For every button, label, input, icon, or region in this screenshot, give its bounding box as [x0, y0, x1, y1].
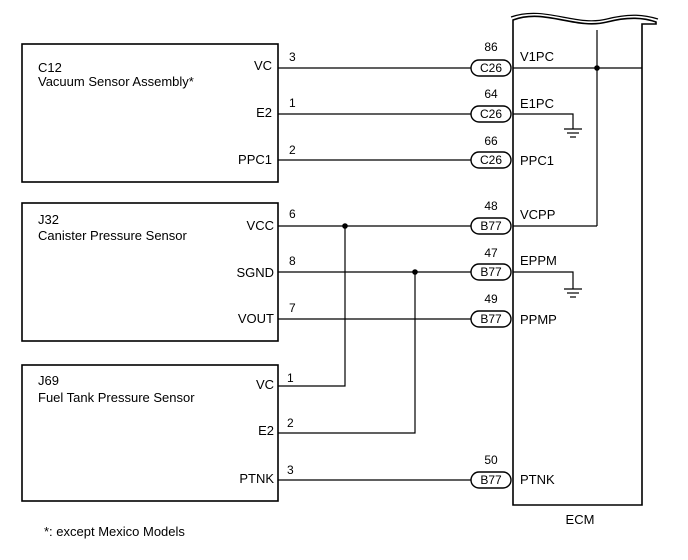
- j69-pin-ptnk-label: PTNK: [239, 471, 274, 486]
- ecm-terminal-ppc1: 66 C26 PPC1: [470, 134, 554, 169]
- j32-pin-sgnd-label: SGND: [236, 265, 274, 280]
- ecm-terminal-pin: 49: [484, 292, 498, 306]
- connector-capsule: [470, 105, 512, 123]
- component-j32: J32 Canister Pressure Sensor VCC SGND VO…: [21, 202, 279, 342]
- ecm-terminal-label: V1PC: [520, 49, 554, 64]
- ecm-block: ECM: [510, 12, 659, 527]
- component-c12-name: Vacuum Sensor Assembly*: [38, 74, 194, 89]
- connector-id: B77: [480, 265, 502, 279]
- connector-id: B77: [480, 473, 502, 487]
- ecm-terminal-pin: 86: [484, 40, 498, 54]
- j69-pin-e2-label: E2: [258, 423, 274, 438]
- j32-pin-vout-num: 7: [289, 301, 296, 315]
- ecm-terminal-e1pc: 64 C26 E1PC: [470, 87, 554, 123]
- junction-dot-ecm: [594, 65, 600, 71]
- ecm-break-edge: [510, 12, 659, 22]
- wire-j69-e2: [278, 272, 416, 434]
- ground-symbol-eppm: [564, 288, 582, 298]
- j69-pin-ptnk-num: 3: [287, 463, 294, 477]
- connector-capsule: [470, 59, 512, 77]
- ecm-terminal-pin: 48: [484, 199, 498, 213]
- connector-capsule: [470, 310, 512, 328]
- c12-pin-e2-num: 1: [289, 96, 296, 110]
- j69-pin-vc-num: 1: [287, 371, 294, 385]
- j32-pin-vout-label: VOUT: [238, 311, 274, 326]
- connector-id: B77: [480, 312, 502, 326]
- ecm-terminal-pin: 66: [484, 134, 498, 148]
- ecm-label: ECM: [566, 512, 595, 527]
- ecm-terminal-eppm: 47 B77 EPPM: [470, 246, 557, 281]
- wires: [278, 30, 642, 481]
- component-j32-box: [21, 202, 279, 342]
- component-j69-box: [21, 364, 279, 502]
- c12-pin-vc-label: VC: [254, 58, 272, 73]
- ecm-terminal-label: PPC1: [520, 153, 554, 168]
- ecm-terminal-label: EPPM: [520, 253, 557, 268]
- wire-j69-vc: [278, 226, 346, 387]
- ecm-terminal-vcpp: 48 B77 VCPP: [470, 199, 555, 235]
- j69-pin-e2-num: 2: [287, 416, 294, 430]
- component-c12-box: [21, 43, 279, 183]
- component-pin-numbers: 3 1 2 6 8 7 1 2 3: [287, 50, 296, 477]
- connector-capsule: [470, 217, 512, 235]
- j32-pin-vcc-num: 6: [289, 207, 296, 221]
- component-j32-id: J32: [38, 212, 59, 227]
- component-c12: C12 Vacuum Sensor Assembly* VC E2 PPC1: [21, 43, 279, 183]
- ecm-terminal-label: E1PC: [520, 96, 554, 111]
- j32-pin-vcc-label: VCC: [247, 218, 274, 233]
- ecm-outline: [512, 15, 657, 506]
- component-j32-name: Canister Pressure Sensor: [38, 228, 188, 243]
- ecm-terminal-pin: 50: [484, 453, 498, 467]
- ecm-terminal-label: VCPP: [520, 207, 555, 222]
- connector-capsule: [470, 263, 512, 281]
- component-j69-name: Fuel Tank Pressure Sensor: [38, 390, 195, 405]
- junction-dot-sgnd: [412, 269, 418, 275]
- ecm-terminal-pin: 47: [484, 246, 498, 260]
- ecm-terminal-ppmp: 49 B77 PPMP: [470, 292, 557, 328]
- connector-id: B77: [480, 219, 502, 233]
- connector-id: C26: [480, 107, 502, 121]
- component-c12-id: C12: [38, 60, 62, 75]
- c12-pin-e2-label: E2: [256, 105, 272, 120]
- ground-symbol-e1pc: [564, 128, 582, 138]
- ecm-terminal-label: PPMP: [520, 312, 557, 327]
- component-j69-id: J69: [38, 373, 59, 388]
- ecm-terminal-pin: 64: [484, 87, 498, 101]
- c12-pin-ppc1-num: 2: [289, 143, 296, 157]
- junction-dot-vcc: [342, 223, 348, 229]
- c12-pin-vc-num: 3: [289, 50, 296, 64]
- ecm-terminal-v1pc: 86 C26 V1PC: [470, 40, 554, 77]
- ecm-terminal-ptnk: 50 B77 PTNK: [470, 453, 555, 489]
- connector-id: C26: [480, 61, 502, 75]
- ecm-int-e1pc-ground: [513, 113, 574, 129]
- j32-pin-sgnd-num: 8: [289, 254, 296, 268]
- j69-pin-vc-label: VC: [256, 377, 274, 392]
- c12-pin-ppc1-label: PPC1: [238, 152, 272, 167]
- ecm-int-eppm-ground: [513, 271, 574, 289]
- connector-capsule: [470, 151, 512, 169]
- connector-id: C26: [480, 153, 502, 167]
- connector-capsule: [470, 471, 512, 489]
- ecm-terminal-label: PTNK: [520, 472, 555, 487]
- footnote: *: except Mexico Models: [44, 524, 185, 539]
- component-j69: J69 Fuel Tank Pressure Sensor VC E2 PTNK: [21, 364, 279, 502]
